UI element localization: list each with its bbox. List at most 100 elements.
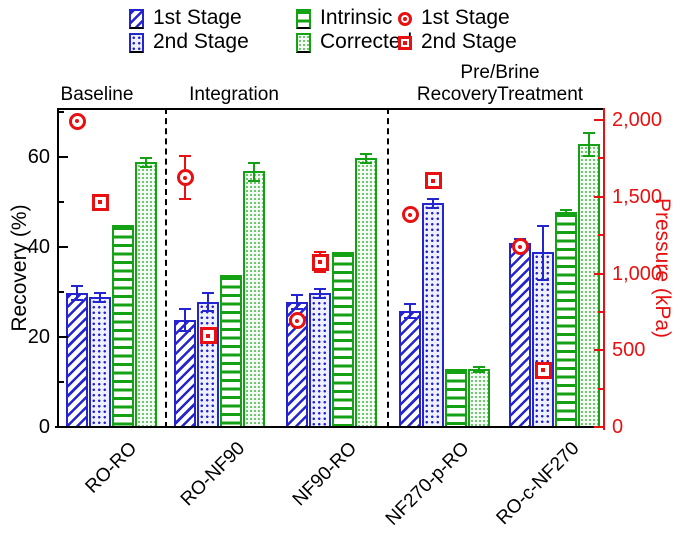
right-minor-tick [598, 234, 603, 237]
x-category-label: RO-NF90 [176, 438, 249, 511]
error-bar-cap [94, 301, 106, 303]
marker-red-circle-NF270-p-RO-dot [408, 212, 412, 217]
error-bar-cap [473, 366, 485, 369]
y-tick-label-right: 1,500 [612, 185, 663, 208]
bar-1st-stage [174, 320, 196, 428]
bar-intrinsic [332, 252, 354, 428]
legend-swatch-red-square-dot [403, 41, 407, 45]
error-bar [76, 286, 78, 300]
marker-red-square-RO-NF90-dot [206, 333, 210, 338]
marker-red-square-NF90-RO [311, 253, 329, 271]
error-bar [588, 133, 590, 156]
right-minor-tick [598, 310, 603, 313]
y-tick-label-left: 0 [38, 416, 50, 438]
error-bar [565, 209, 567, 215]
error-bar-cap [314, 296, 326, 299]
bar-2nd-stage [422, 203, 444, 428]
error-bar-cap [291, 294, 303, 297]
pressure-error-bar-cap [314, 271, 326, 274]
y-tick-label-left: 60 [27, 146, 50, 168]
error-bar-cap [360, 152, 372, 155]
bar-corrected [578, 144, 600, 428]
error-bar-cap [473, 370, 485, 373]
marker-red-circle-RO-RO-dot [75, 119, 79, 123]
right-major-tick [594, 426, 603, 428]
plot-top-border [57, 108, 605, 110]
right-minor-tick [598, 157, 603, 160]
error-bar-cap [314, 287, 326, 290]
error-bar-cap [427, 206, 439, 209]
marker-red-square-RO-RO [91, 193, 109, 211]
marker-red-square-RO-RO-dot [98, 200, 102, 205]
error-bar-cap [71, 298, 83, 301]
legend-label: 1st Stage [421, 6, 510, 29]
bar-2nd-stage [197, 302, 219, 428]
error-bar-cap [291, 307, 303, 310]
marker-red-circle-RO-NF90-dot [183, 175, 187, 180]
legend-swatch-red-circle-dot [403, 17, 407, 21]
right-minor-tick [598, 387, 603, 390]
bar-corrected [355, 158, 377, 428]
left-major-tick [59, 156, 68, 158]
x-category-label: NF270-p-RO [382, 438, 474, 530]
bar-corrected [135, 162, 157, 428]
error-bar [542, 225, 544, 280]
bar-intrinsic [555, 212, 577, 428]
legend-swatch-red-circle [398, 12, 412, 26]
marker-red-square-RO-NF90 [199, 327, 217, 345]
error-bar-cap [202, 292, 214, 294]
marker-red-circle-NF270-p-RO [401, 206, 419, 224]
left-minor-tick [59, 201, 64, 203]
error-bar [253, 162, 255, 181]
bar-corrected [243, 171, 265, 428]
bar-1st-stage [66, 293, 88, 428]
error-bar-cap [248, 161, 260, 164]
error-bar-cap [560, 213, 572, 216]
bar-2nd-stage [532, 252, 554, 428]
legend-label: 1st Stage [153, 6, 242, 29]
right-axis-line [603, 108, 605, 430]
x-category-label: NF90-RO [288, 438, 361, 511]
left-minor-tick [59, 381, 64, 383]
plot-area [55, 108, 605, 430]
error-bar-cap [94, 292, 106, 294]
marker-red-circle-NF90-RO-dot [295, 318, 299, 323]
y-tick-label-right: 0 [612, 416, 624, 438]
bar-intrinsic [112, 225, 134, 428]
x-category-label: RO-RO [81, 438, 141, 498]
error-bar-cap [140, 166, 152, 168]
bar-2nd-stage [309, 293, 331, 428]
section-label: Baseline [60, 84, 134, 105]
left-major-tick [59, 336, 68, 338]
marker-red-square-NF270-p-RO-dot [431, 178, 435, 183]
bar-intrinsic [445, 369, 467, 428]
left-minor-tick [59, 291, 64, 293]
marker-red-circle-NF90-RO [288, 312, 306, 330]
marker-red-circle-RO-NF90 [176, 169, 194, 187]
error-bar-cap [560, 208, 572, 211]
y-tick-label-left: 20 [27, 326, 50, 348]
y-tick-label-right: 2,000 [612, 109, 663, 131]
error-bar-cap [404, 303, 416, 306]
left-axis-line [57, 108, 59, 428]
x-category-label: RO-c-NF270 [492, 438, 584, 529]
error-bar-cap [360, 161, 372, 164]
legend-label: Corrected [320, 30, 413, 53]
error-bar-cap [179, 307, 191, 310]
marker-red-square-NF90-RO-dot [318, 260, 322, 265]
right-major-tick [594, 349, 603, 352]
right-major-tick [594, 119, 603, 121]
error-bar-cap [537, 278, 549, 281]
error-bar [184, 308, 186, 332]
error-bar-cap [140, 157, 152, 159]
marker-red-circle-RO-RO [68, 112, 86, 130]
legend-swatch-red-square [398, 36, 412, 50]
error-bar [145, 158, 147, 167]
error-bar-cap [537, 224, 549, 227]
left-major-tick [59, 246, 68, 248]
y-tick-label-right: 500 [612, 339, 646, 362]
error-bar [99, 293, 101, 302]
y-tick-label-right: 1,000 [612, 262, 663, 285]
